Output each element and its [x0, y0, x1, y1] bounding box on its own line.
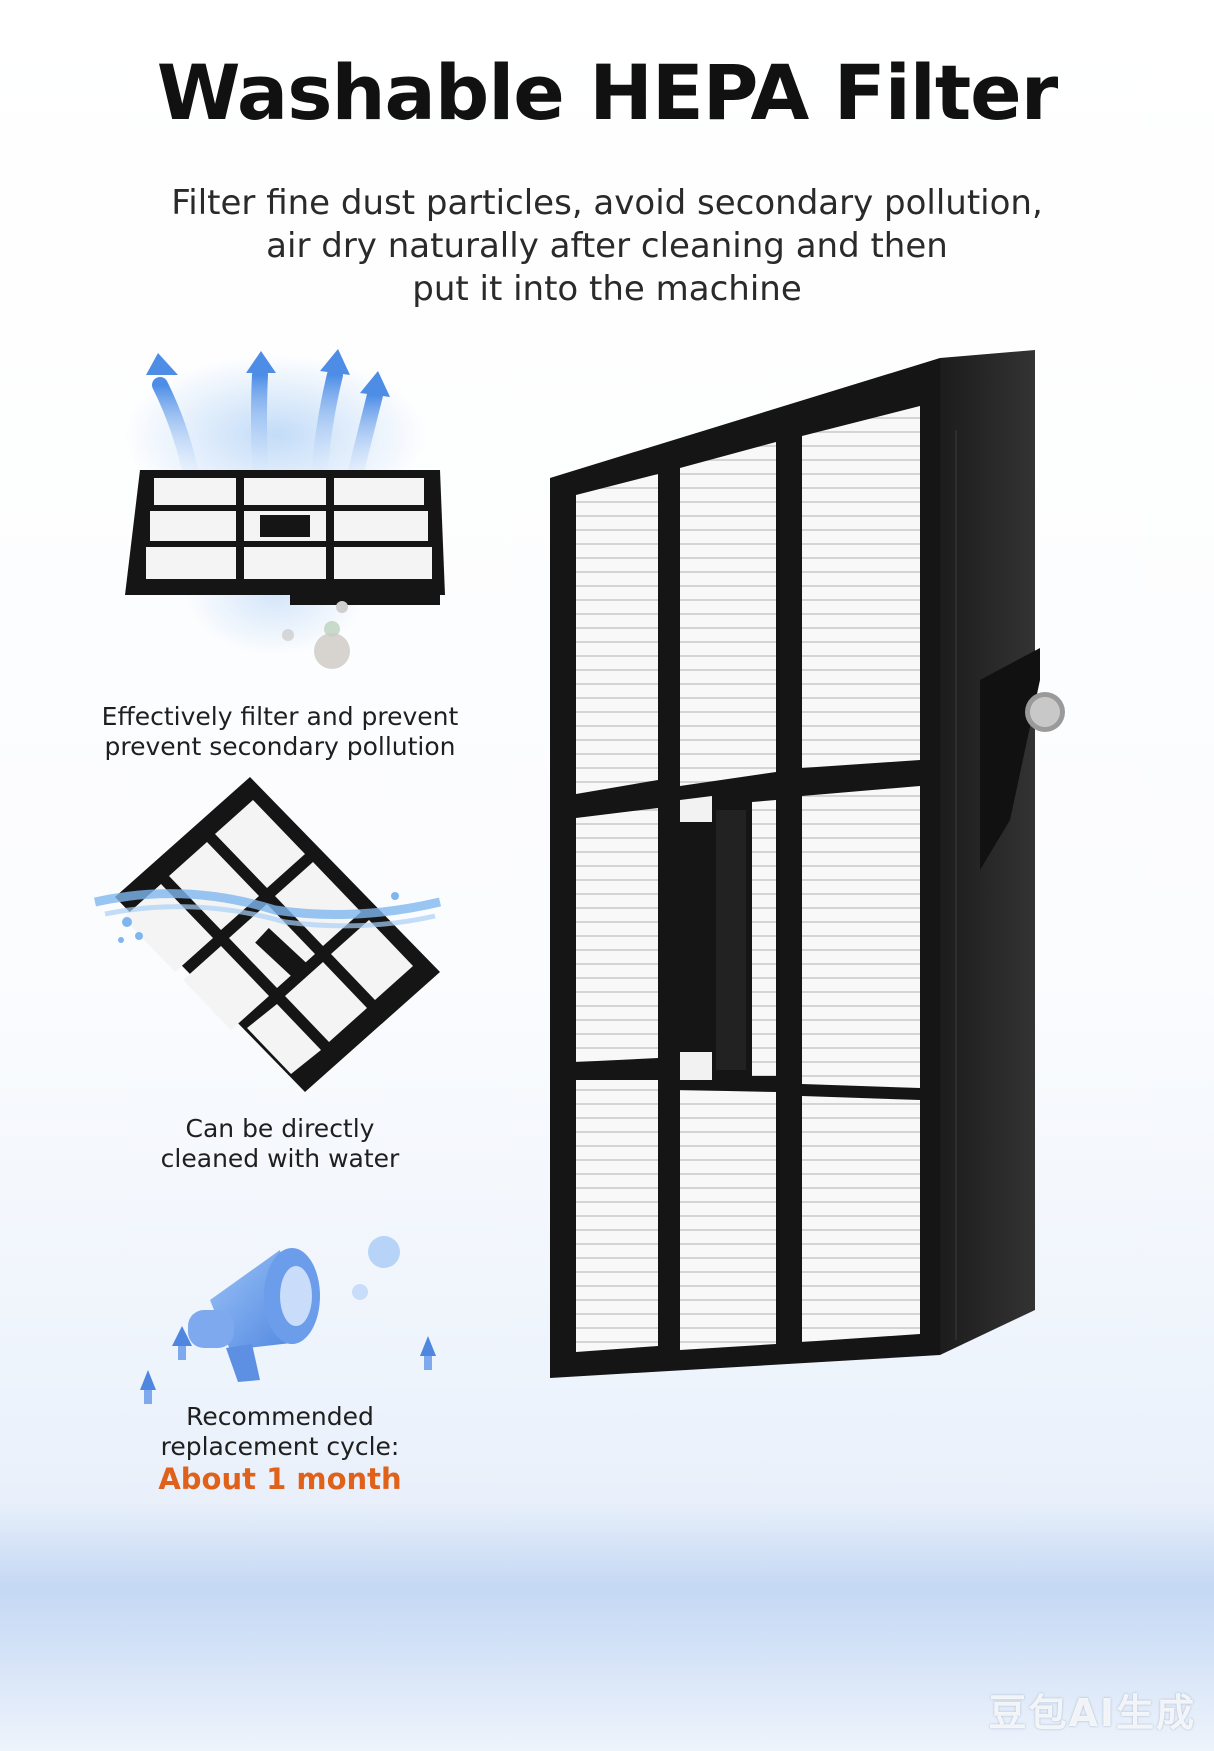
feature-2-line-1: Can be directly	[185, 1114, 375, 1143]
watermark: 豆包AI生成	[988, 1691, 1196, 1735]
water-wash-filter-icon	[94, 777, 442, 1092]
feature-1-line-1: Effectively filter and prevent	[101, 702, 459, 731]
feature-1-caption: Effectively filter and prevent prevent s…	[80, 702, 480, 762]
subtitle-line-1: Filter fine dust particles, avoid second…	[171, 183, 1043, 223]
page-title: Washable HEPA Filter	[156, 48, 1058, 137]
hepa-filter-product-image	[550, 350, 1065, 1378]
subtitle-line-2: air dry naturally after cleaning and the…	[266, 226, 948, 266]
replacement-cycle-value: About 1 month	[158, 1462, 402, 1496]
feature-3-caption: Recommended replacement cycle: About 1 m…	[80, 1402, 480, 1496]
page-subtitle: Filter fine dust particles, avoid second…	[100, 182, 1114, 311]
feature-2-caption: Can be directly cleaned with water	[80, 1114, 480, 1174]
airflow-filter-icon	[125, 349, 445, 669]
megaphone-icon	[140, 1236, 436, 1404]
feature-1-line-2: prevent secondary pollution	[104, 732, 456, 761]
feature-2-line-2: cleaned with water	[160, 1144, 400, 1173]
floor-gradient	[0, 1500, 1214, 1751]
feature-3-line-2: replacement cycle:	[160, 1432, 400, 1461]
subtitle-line-3: put it into the machine	[412, 269, 802, 309]
feature-3-line-1: Recommended	[186, 1402, 374, 1431]
